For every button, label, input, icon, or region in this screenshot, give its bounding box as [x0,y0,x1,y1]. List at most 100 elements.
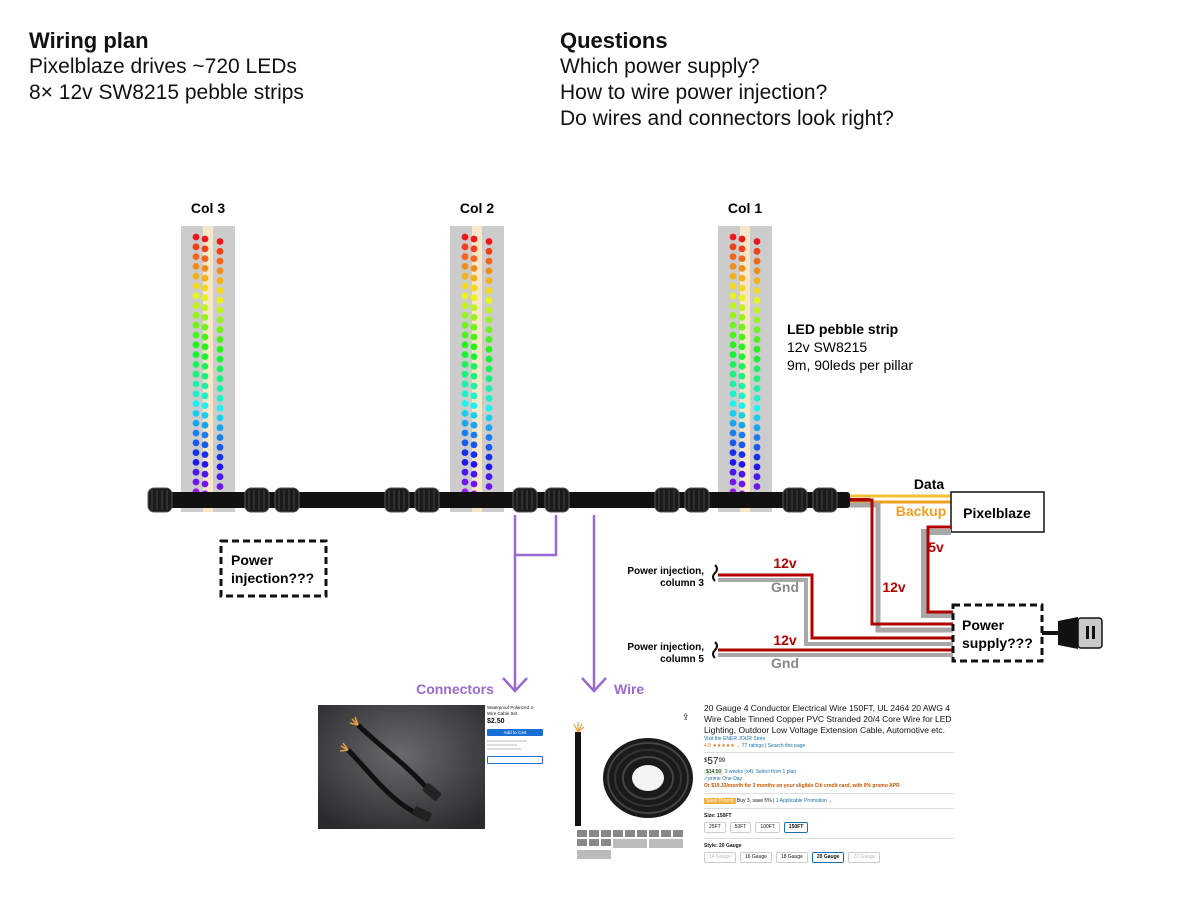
led-dot [192,468,200,476]
wire-thumbnail[interactable] [613,839,647,848]
led-dot [738,314,746,321]
led-dot [753,287,761,294]
led-dot [192,253,200,260]
led-dot [201,255,209,262]
wire-thumbnail[interactable] [649,830,659,837]
style-option[interactable]: 22 Gauge [848,852,881,863]
led-dot [201,441,209,449]
wire-thumbnail[interactable] [649,839,683,848]
led-dot [201,402,209,409]
led-dot [729,370,737,378]
led-dot [729,429,737,437]
style-option[interactable]: 16 Gauge [739,852,772,863]
led-dot [485,316,493,324]
inj-col3-12v-wire [718,573,953,640]
question-line-2: How to wire power injection? [560,81,828,104]
led-dot [729,312,737,319]
led-dot [485,306,493,314]
questions-header: Questions Which power supply? How to wir… [560,28,894,132]
wire-thumbnail[interactable] [589,839,599,846]
share-icon[interactable]: ⇪ [682,712,690,722]
led-dot [216,277,224,285]
wire-promo-link[interactable]: 1 Applicable Promotion ⌄ [775,798,833,804]
led-dot [192,400,200,407]
led-dot [753,434,761,441]
led-dot [738,402,746,409]
inj-col5-label-1: Power injection, [627,642,704,653]
led-dot [192,282,200,290]
led-dot [201,392,209,400]
led-dot [461,331,469,339]
wire-thumbnail[interactable] [673,830,683,837]
wire-ratings-count[interactable]: 77 ratings [741,743,764,749]
size-option[interactable]: 150FT [783,822,809,833]
led-dot [753,375,761,383]
led-dot [485,345,493,353]
led-dot [753,267,761,275]
wire-thumbnail[interactable] [637,830,647,837]
led-dot [216,375,224,383]
led-dot [192,263,200,270]
wire-plan-text[interactable]: 3 weeks (x4). Select from 1 plan [724,769,797,775]
cable-connector-icon [812,487,838,513]
wire-search-page-link[interactable]: Search this page [767,743,806,749]
connector-cable-icon [318,705,485,829]
led-dot [729,351,737,358]
led-dot [485,443,493,451]
wire-product-photo[interactable] [570,718,700,826]
wire-plan-price: $14.50 [704,769,724,775]
size-option[interactable]: 100FT [755,822,780,833]
wire-thumbnail[interactable] [589,830,599,837]
style-option[interactable]: 20 Gauge [811,852,845,863]
led-dot [216,287,224,294]
led-dot [461,390,469,398]
style-option[interactable]: 14 Gauge [704,852,736,863]
wire-thumbnail[interactable] [661,830,671,837]
wire-thumbnail[interactable] [601,830,611,837]
led-dot [201,382,209,390]
led-dot [201,363,209,370]
wire-thumbnail[interactable] [601,839,611,846]
led-dot [192,341,200,349]
led-dot [485,267,493,275]
connector-product-photo[interactable] [318,705,485,829]
led-dot [729,468,737,476]
led-dot [470,431,478,439]
connectors-label: Connectors [416,681,494,697]
led-dot [192,380,200,388]
wire-price-dollars: 57 [707,756,719,767]
led-dot [738,441,746,449]
connector-add-to-cart-button[interactable]: Add to Cart [487,728,543,736]
wire-credit-offer: Or $19.33/month for 3 months on your eli… [704,783,900,789]
wire-arrow [581,515,607,693]
led-dot [729,233,737,241]
led-dot [753,355,761,363]
wire-thumbnail[interactable] [577,830,587,837]
wire-thumbnail[interactable] [577,839,587,846]
led-dot [470,421,478,429]
wire-label: Wire [614,681,644,697]
led-dot [738,245,746,253]
v5-label: 5v [928,539,944,555]
wire-thumbnail[interactable] [613,830,623,837]
led-dot [216,306,224,314]
led-dot [753,277,761,285]
led-dot [216,414,224,422]
led-dot [753,453,761,461]
size-option[interactable]: 25FT [704,822,726,833]
power-injection-label-1: Power [231,552,274,568]
size-option[interactable]: 50FT [729,822,752,833]
led-dot [201,461,209,468]
led-dot [470,441,478,449]
led-dot [470,255,478,262]
led-dot [461,478,469,486]
led-dot [470,323,478,331]
led-dot [485,296,493,304]
wire-store-link[interactable]: Visit the ENER JOUR Store [704,736,766,742]
led-dot [738,392,746,400]
inj-col3-label-1: Power injection, [627,566,704,577]
wire-thumbnail[interactable] [577,850,611,859]
wire-thumbnail[interactable] [625,830,635,837]
style-option[interactable]: 18 Gauge [775,852,808,863]
